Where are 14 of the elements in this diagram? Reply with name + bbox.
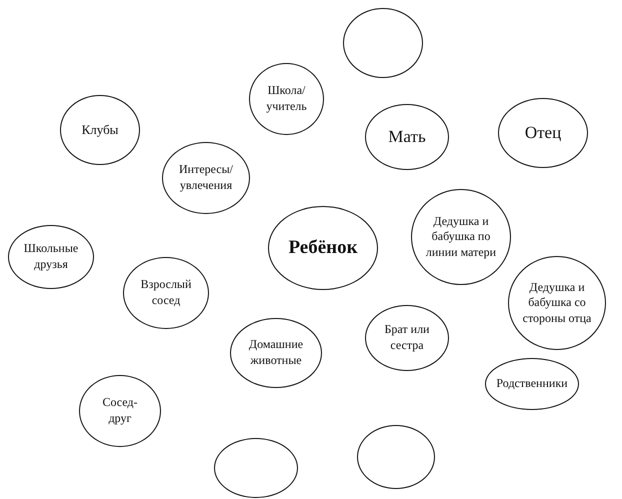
- node-label: Школа/ учитель: [265, 83, 308, 115]
- node-label: Мать: [387, 126, 427, 148]
- node-label: Ребёнок: [287, 236, 359, 260]
- node-label: Дедушка и бабушка по линии матери: [424, 214, 498, 260]
- node-label: Взрослый сосед: [140, 277, 192, 309]
- node-label: Домашние животные: [248, 337, 304, 369]
- node-label: Отец: [524, 122, 562, 144]
- node-label: Сосед-друг: [101, 395, 139, 427]
- node-label: Школьные друзья: [22, 241, 80, 273]
- node-label: Родственники: [495, 376, 569, 392]
- node-label: Интересы/ увлечения: [178, 162, 234, 194]
- node-label: Брат или сестра: [384, 322, 430, 354]
- node-label: Клубы: [80, 122, 120, 138]
- node-label: Дедушка и бабушка со стороны отца: [522, 280, 592, 326]
